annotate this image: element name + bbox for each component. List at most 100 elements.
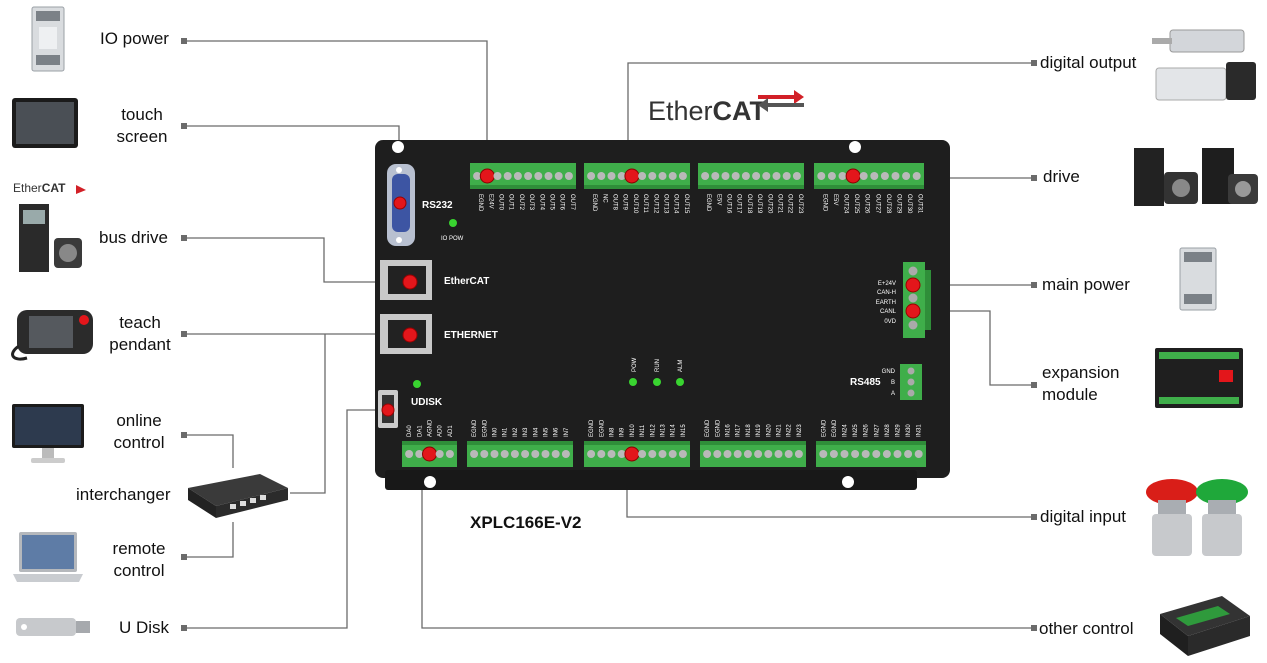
terminal-pin-label: OUT31	[917, 194, 923, 214]
terminal-screw	[587, 172, 596, 180]
logo-cat: CAT	[713, 96, 767, 126]
terminal-screw	[743, 450, 752, 458]
terminal-marker	[479, 168, 495, 184]
terminal-pin-label: IN1	[503, 427, 509, 437]
terminal-pin-label: IN14	[671, 424, 677, 437]
label-other-control: other control	[1039, 619, 1134, 638]
label-io-power: IO power	[100, 29, 169, 48]
terminal-pin-label: IN23	[797, 424, 803, 437]
bus-drive-icon: EtherCAT	[13, 181, 86, 272]
terminal-pin-label: E24V	[487, 194, 493, 209]
terminal-pin-label: IN2	[513, 427, 519, 437]
terminal-pin-label: IN13	[661, 424, 667, 437]
label-online-control: online control	[104, 410, 174, 454]
rs232-label: RS232	[422, 200, 453, 211]
terminal-pin-label: IN16	[726, 424, 732, 437]
pneumatic-valve-icon	[1152, 29, 1256, 101]
terminal-pin-label: IN7	[564, 427, 570, 437]
terminal-screw	[784, 450, 793, 458]
terminal-screw	[859, 172, 868, 180]
other-control-plc-icon	[1160, 596, 1250, 656]
network-switch-icon	[188, 474, 288, 518]
line-endpoint	[181, 432, 187, 438]
usb-disk-icon	[16, 618, 90, 636]
usb-port[interactable]	[378, 390, 398, 428]
terminal-pin-label: OUT2	[518, 194, 524, 211]
line-other-control	[421, 454, 1034, 629]
monitor-icon	[12, 404, 84, 463]
terminal-screw	[490, 450, 499, 458]
model-name: XPLC166E-V2	[470, 513, 582, 532]
terminal-marker	[422, 446, 437, 462]
power-pin-label: 0VD	[884, 319, 896, 325]
terminal-pin-label: OUT18	[746, 194, 752, 214]
terminal-screw	[762, 172, 771, 180]
ethercat-logo: EtherCAT	[648, 90, 804, 126]
line-online-control	[184, 434, 234, 468]
line-digital-output	[627, 62, 1034, 176]
terminal-screw	[838, 172, 847, 180]
terminal-screw	[882, 450, 891, 458]
ethercat-port[interactable]	[380, 260, 432, 300]
ethernet-port[interactable]	[380, 314, 432, 354]
mount-hole	[392, 141, 404, 153]
rs232-connector	[387, 164, 415, 246]
terminal-screw	[782, 172, 791, 180]
terminal-screw	[861, 450, 870, 458]
label-remote-control-line1: remote	[112, 539, 166, 558]
label-digital-input: digital input	[1040, 507, 1127, 526]
servo-drive-icon	[1134, 148, 1258, 206]
terminal-pin-label: OUT28	[885, 194, 891, 214]
terminal-pin-label: IN29	[896, 424, 902, 437]
terminal-pin-label: IN20	[766, 424, 772, 437]
line-endpoints	[181, 38, 1037, 631]
terminal-screw	[503, 172, 512, 180]
terminal-screw	[658, 450, 667, 458]
terminal-screw	[741, 172, 750, 180]
label-online-control-line1: online	[116, 411, 162, 430]
line-teach-to-switch	[290, 334, 326, 494]
terminal-strip-edge	[467, 441, 573, 445]
label-touch-screen-line1: touch	[121, 105, 163, 124]
terminal-screw	[587, 450, 596, 458]
terminal-strip-edge	[584, 441, 690, 445]
line-endpoint	[181, 625, 187, 631]
terminal-screw	[774, 450, 783, 458]
terminal-screw	[752, 172, 761, 180]
terminal-screw	[678, 172, 687, 180]
label-drive: drive	[1043, 167, 1080, 186]
label-digital-output: digital output	[1040, 53, 1137, 72]
touch-screen-icon	[12, 98, 78, 148]
terminal-pin-label: IN30	[906, 424, 912, 437]
terminal-pin-label: IN3	[523, 427, 529, 437]
terminal-screw	[617, 450, 626, 458]
terminal-screw	[534, 172, 543, 180]
expansion-module-icon	[1155, 348, 1243, 408]
terminal-pin-label: DA1	[417, 425, 423, 437]
io-pow-led	[449, 219, 457, 227]
line-touch-screen	[184, 125, 400, 200]
terminal-screw	[829, 450, 838, 458]
terminal-pin-label: OUT24	[843, 194, 849, 214]
terminal-screw	[721, 172, 730, 180]
terminal-screw	[891, 172, 900, 180]
terminal-pin-label: OUT6	[559, 194, 565, 211]
terminal-screw	[827, 172, 836, 180]
line-endpoint	[181, 38, 187, 44]
terminal-pin-label: NC	[601, 194, 607, 203]
terminal-pin-label: OUT29	[896, 194, 902, 214]
mount-hole	[424, 476, 436, 488]
terminal-pin-label: EGND	[821, 419, 827, 437]
terminal-pin-label: IN11	[640, 424, 646, 437]
terminal-screw	[638, 172, 647, 180]
label-interchanger: interchanger	[76, 485, 171, 504]
terminal-screw	[564, 172, 573, 180]
board-bottom-edge	[385, 470, 917, 490]
terminal-pin-label: OUT25	[853, 194, 859, 214]
terminal-screw	[435, 450, 444, 458]
rs485-label: RS485	[850, 377, 881, 388]
